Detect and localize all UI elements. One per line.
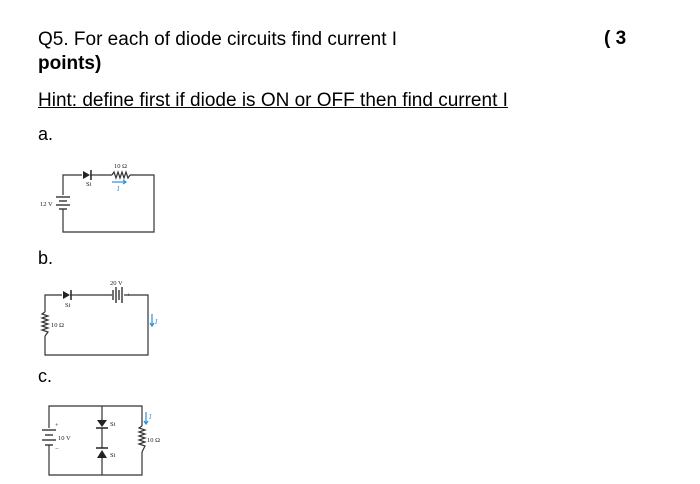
part-c-label: c. [38,366,53,386]
part-b-label: b. [38,248,54,268]
circuit-c-diode-bottom-label: Si [110,452,116,459]
circuit-a: Si 10 Ω I 12 V [40,163,155,233]
circuit-c-diode-top-label: Si [110,421,116,428]
part-a-label: a. [38,124,54,144]
circuit-c-wire-loop [48,405,143,476]
circuit-b-diode-icon [63,290,78,300]
circuit-b-diode-label: Si [65,302,71,309]
circuit-a-resistor-icon [111,170,131,180]
circuit-c-battery-icon: + − [42,422,59,453]
circuit-b-resistor-label: 10 Ω [51,322,64,329]
circuit-b: Si − + 20 V 10 Ω I [40,280,158,356]
points-label: ( 3 [604,28,627,49]
circuit-a-current-label: I [116,185,120,193]
svg-text:+: + [127,292,131,299]
circuit-b-battery-icon: − + [104,287,131,303]
svg-text:+: + [55,422,59,429]
circuit-a-battery-icon [56,196,70,212]
circuit-a-source-label: 12 V [40,201,53,208]
circuit-a-wire-loop [62,174,155,233]
svg-text:−: − [55,446,59,453]
circuit-a-diode-label: Si [86,181,92,188]
circuit-b-source-label: 20 V [110,280,123,287]
circuit-b-resistor-icon [40,311,50,337]
circuit-b-current-label: I [154,318,158,326]
circuit-c: + − 10 V Si Si 10 Ω I [42,405,160,476]
circuit-c-source-label: 10 V [58,435,71,442]
svg-text:−: − [104,292,108,299]
circuit-c-current-label: I [148,413,152,421]
hint-text: Hint: define first if diode is ON or OFF… [38,90,508,111]
circuit-a-diode-icon [83,170,98,180]
question-title: Q5. For each of diode circuits find curr… [38,29,398,50]
circuit-c-resistor-icon [137,425,147,453]
circuit-c-diode-top-icon [96,420,108,429]
circuit-c-diode-bottom-icon [96,447,108,458]
question-title-continued: points) [38,53,102,74]
circuit-b-wire-loop [44,294,149,356]
circuit-a-resistor-label: 10 Ω [114,163,127,170]
circuit-c-resistor-label: 10 Ω [147,437,160,444]
